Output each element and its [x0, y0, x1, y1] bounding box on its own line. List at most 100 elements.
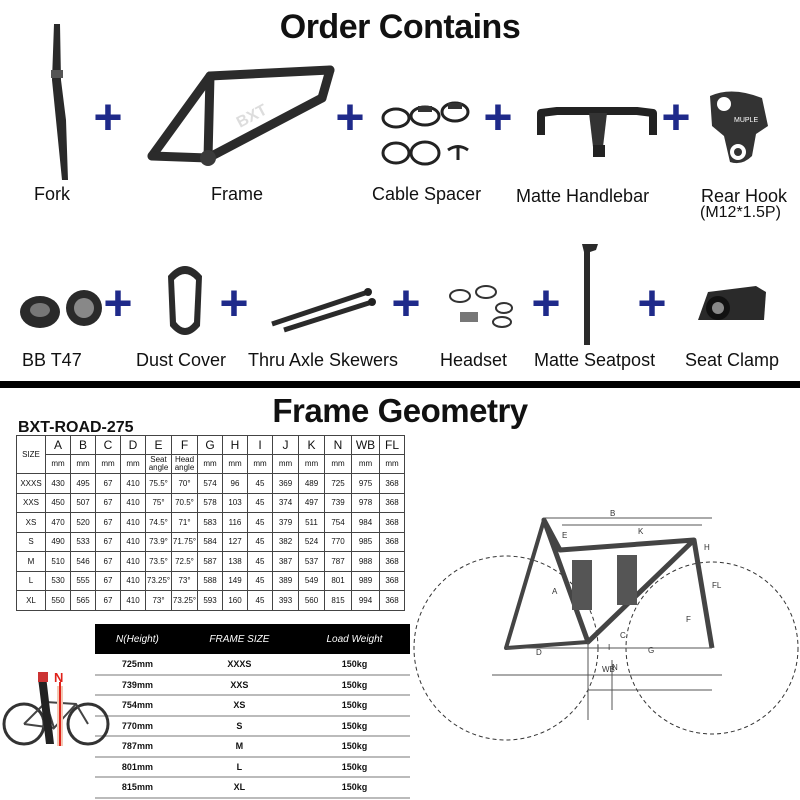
diagram-letter-i: I — [608, 643, 610, 652]
rear-hook-label: Rear Hook — [701, 186, 788, 206]
headset-icon — [449, 285, 513, 328]
load-weight-cell: 150kg — [298, 715, 410, 737]
bottom-bracket-icon — [20, 290, 102, 328]
value-cell: 75° — [145, 492, 172, 513]
value-cell: 368 — [379, 551, 405, 572]
value-cell: 490 — [45, 531, 71, 552]
load-weight-cell: 150kg — [298, 695, 410, 717]
col-header: A — [45, 435, 71, 455]
value-cell: 489 — [298, 473, 325, 494]
seat-clamp-label: Seat Clamp — [685, 350, 780, 370]
rear-hook-sublabel: (M12*1.5P) — [700, 204, 781, 221]
unit-cell: mm — [95, 454, 121, 474]
col-header: I — [247, 435, 273, 455]
value-cell: 565 — [70, 590, 96, 611]
value-cell: 537 — [298, 551, 325, 572]
value-cell: 989 — [351, 570, 380, 591]
diagram-letter-k: K — [638, 527, 644, 536]
frame-geometry-title: Frame Geometry — [272, 392, 528, 429]
cable-spacer-icon — [381, 101, 470, 166]
frame-size-cell: XS — [179, 695, 299, 717]
value-cell: 497 — [298, 492, 325, 513]
frame-size-cell: XXXS — [179, 654, 299, 676]
col-header: N — [324, 435, 352, 455]
thru-axle-icon — [271, 288, 376, 333]
value-cell: 149 — [222, 570, 248, 591]
value-cell: 67 — [95, 492, 121, 513]
value-cell: 583 — [197, 512, 223, 533]
value-cell: 73° — [145, 590, 172, 611]
model-name: BXT-ROAD-275 — [18, 419, 134, 436]
value-cell: 725 — [324, 473, 352, 494]
value-cell: 67 — [95, 551, 121, 572]
unit-cell: mm — [298, 454, 325, 474]
frame-size-cell: XL — [179, 777, 299, 799]
size-cell: L — [16, 570, 46, 591]
value-cell: 96 — [222, 473, 248, 494]
value-cell: 103 — [222, 492, 248, 513]
frame-label: Frame — [211, 184, 264, 204]
unit-cell: mm — [324, 454, 352, 474]
value-cell: 507 — [70, 492, 96, 513]
value-cell: 369 — [272, 473, 299, 494]
value-cell: 389 — [272, 570, 299, 591]
load-weight-cell: 150kg — [298, 654, 410, 676]
value-cell: 73.9° — [145, 531, 172, 552]
value-cell: 368 — [379, 590, 405, 611]
col-header: B — [70, 435, 96, 455]
size-cell: XS — [16, 512, 46, 533]
unit-cell: mm — [247, 454, 273, 474]
col-header: H — [222, 435, 248, 455]
value-cell: 533 — [70, 531, 96, 552]
value-cell: 67 — [95, 512, 121, 533]
rider-n-label: N — [54, 670, 63, 685]
diagram-letter-h: H — [704, 543, 710, 552]
unit-cell: mm — [351, 454, 380, 474]
plus-icon: + — [103, 275, 133, 331]
value-cell: 368 — [379, 512, 405, 533]
section-divider — [0, 381, 800, 388]
value-cell: 584 — [197, 531, 223, 552]
plus-icon: + — [531, 275, 561, 331]
value-cell: 73.5° — [145, 551, 172, 572]
value-cell: 368 — [379, 473, 405, 494]
value-cell: 70.5° — [171, 492, 198, 513]
value-cell: 988 — [351, 551, 380, 572]
value-cell: 67 — [95, 570, 121, 591]
value-cell: 45 — [247, 570, 273, 591]
value-cell: 73.25° — [145, 570, 172, 591]
value-cell: 984 — [351, 512, 380, 533]
value-cell: 382 — [272, 531, 299, 552]
value-cell: 549 — [298, 570, 325, 591]
diagram-letter-c: C — [620, 631, 626, 640]
diagram-letter-a: A — [552, 587, 558, 596]
value-cell: 127 — [222, 531, 248, 552]
diagram-letter-n: N — [612, 663, 618, 672]
value-cell: 71° — [171, 512, 198, 533]
value-cell: 560 — [298, 590, 325, 611]
diagram-letter-e: E — [562, 531, 567, 540]
value-cell: 379 — [272, 512, 299, 533]
plus-icon: + — [391, 275, 421, 331]
cable-spacer-label: Cable Spacer — [372, 184, 482, 204]
plus-icon: + — [483, 89, 513, 145]
seatpost-label: Matte Seatpost — [534, 350, 656, 370]
diagram-letter-g: G — [648, 646, 654, 655]
height-cell: 754mm — [95, 695, 180, 717]
size-header: SIZE — [16, 435, 46, 474]
unit-cell: Seat angle — [145, 454, 172, 474]
unit-cell: mm — [120, 454, 146, 474]
diagram-letter-f: F — [686, 615, 691, 624]
value-cell: 160 — [222, 590, 248, 611]
col-header: J — [272, 435, 299, 455]
plus-icon: + — [637, 275, 667, 331]
value-cell: 985 — [351, 531, 380, 552]
value-cell: 495 — [70, 473, 96, 494]
